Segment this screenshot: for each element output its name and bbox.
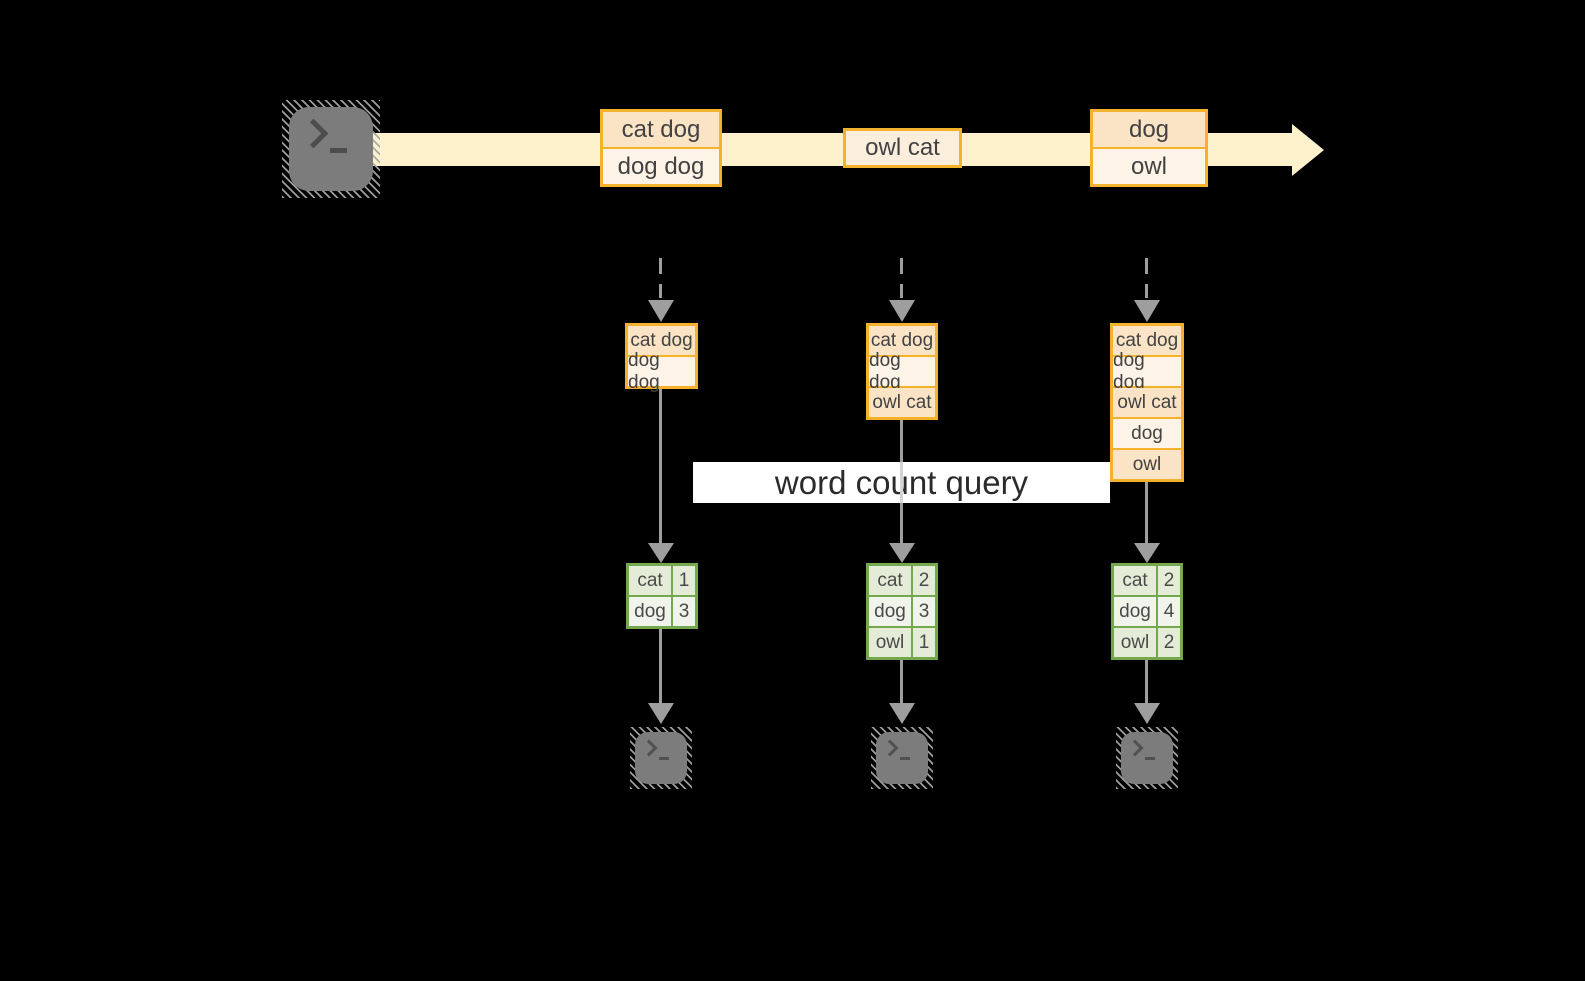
- result-count: 2: [1158, 566, 1180, 595]
- result-word: cat: [1114, 566, 1156, 595]
- stream-batch-1: cat dog dog dog: [600, 109, 722, 187]
- state-line: dog dog: [1113, 350, 1181, 393]
- arrow-line: [900, 660, 903, 703]
- arrow-line-through-label: [900, 462, 903, 503]
- result-count: 4: [1158, 597, 1180, 626]
- state-box-3: cat dog dog dog owl cat dog owl: [1110, 323, 1184, 482]
- terminal-icon: [871, 727, 933, 789]
- state-line: owl cat: [869, 388, 935, 417]
- prompt-chevron-icon: [640, 739, 658, 757]
- result-row: owl 1: [869, 628, 935, 657]
- result-row: dog 3: [629, 597, 695, 626]
- arrow-line: [659, 629, 662, 703]
- arrow-down-icon: [1134, 703, 1160, 724]
- terminal-icon: [1116, 727, 1178, 789]
- result-row: cat 2: [869, 566, 935, 595]
- state-box-1: cat dog dog dog: [625, 323, 698, 393]
- result-count: 1: [673, 566, 695, 595]
- stream-arrowhead-icon: [1292, 124, 1324, 176]
- terminal-screen: [289, 107, 373, 191]
- arrow-line: [1145, 660, 1148, 703]
- result-table-3: cat 2 dog 4 owl 2: [1111, 563, 1183, 660]
- batch-line: owl: [1093, 149, 1205, 184]
- batch-line: dog: [1093, 112, 1205, 147]
- terminal-screen: [876, 732, 928, 784]
- state-line: owl: [1113, 450, 1181, 479]
- result-word: owl: [1114, 628, 1156, 657]
- arrow-down-icon: [1134, 300, 1160, 322]
- prompt-cursor-icon: [330, 148, 347, 153]
- prompt-cursor-icon: [659, 757, 669, 760]
- terminal-icon: [630, 727, 692, 789]
- state-line: cat dog: [869, 326, 935, 355]
- dashed-arrow-line: [1145, 258, 1148, 298]
- result-word: dog: [629, 597, 671, 626]
- arrow-down-icon: [1134, 543, 1160, 563]
- result-count: 3: [913, 597, 935, 626]
- prompt-chevron-icon: [298, 118, 329, 149]
- result-word: dog: [1114, 597, 1156, 626]
- terminal-screen: [1121, 732, 1173, 784]
- result-count: 3: [673, 597, 695, 626]
- state-line: dog dog: [869, 350, 935, 393]
- state-line: dog: [1113, 419, 1181, 448]
- arrow-down-icon: [648, 543, 674, 563]
- result-word: cat: [629, 566, 671, 595]
- result-row: dog 3: [869, 597, 935, 626]
- result-count: 2: [913, 566, 935, 595]
- state-line: cat dog: [1113, 326, 1181, 355]
- state-line: owl cat: [1113, 388, 1181, 417]
- state-line: cat dog: [628, 326, 695, 355]
- result-row: cat 2: [1114, 566, 1180, 595]
- dashed-arrow-line: [900, 258, 903, 298]
- arrow-line: [1145, 482, 1148, 543]
- prompt-chevron-icon: [881, 739, 899, 757]
- state-line: dog dog: [628, 350, 695, 393]
- result-table-1: cat 1 dog 3: [626, 563, 698, 629]
- prompt-cursor-icon: [1145, 757, 1155, 760]
- arrow-down-icon: [648, 703, 674, 724]
- batch-line: owl cat: [846, 131, 959, 165]
- result-row: owl 2: [1114, 628, 1180, 657]
- result-count: 1: [913, 628, 935, 657]
- arrow-down-icon: [889, 543, 915, 563]
- arrow-line: [659, 389, 662, 543]
- stream-batch-2: owl cat: [843, 128, 962, 168]
- result-word: cat: [869, 566, 911, 595]
- dashed-arrow-line: [659, 258, 662, 298]
- terminal-icon: [282, 100, 380, 198]
- prompt-chevron-icon: [1126, 739, 1144, 757]
- arrow-down-icon: [648, 300, 674, 322]
- result-word: owl: [869, 628, 911, 657]
- arrow-down-icon: [889, 703, 915, 724]
- batch-line: dog dog: [603, 149, 719, 184]
- arrow-down-icon: [889, 300, 915, 322]
- prompt-cursor-icon: [900, 757, 910, 760]
- batch-line: cat dog: [603, 112, 719, 147]
- stream-batch-3: dog owl: [1090, 109, 1208, 187]
- result-word: dog: [869, 597, 911, 626]
- result-row: dog 4: [1114, 597, 1180, 626]
- state-box-2: cat dog dog dog owl cat: [866, 323, 938, 420]
- result-count: 2: [1158, 628, 1180, 657]
- terminal-screen: [635, 732, 687, 784]
- result-table-2: cat 2 dog 3 owl 1: [866, 563, 938, 660]
- result-row: cat 1: [629, 566, 695, 595]
